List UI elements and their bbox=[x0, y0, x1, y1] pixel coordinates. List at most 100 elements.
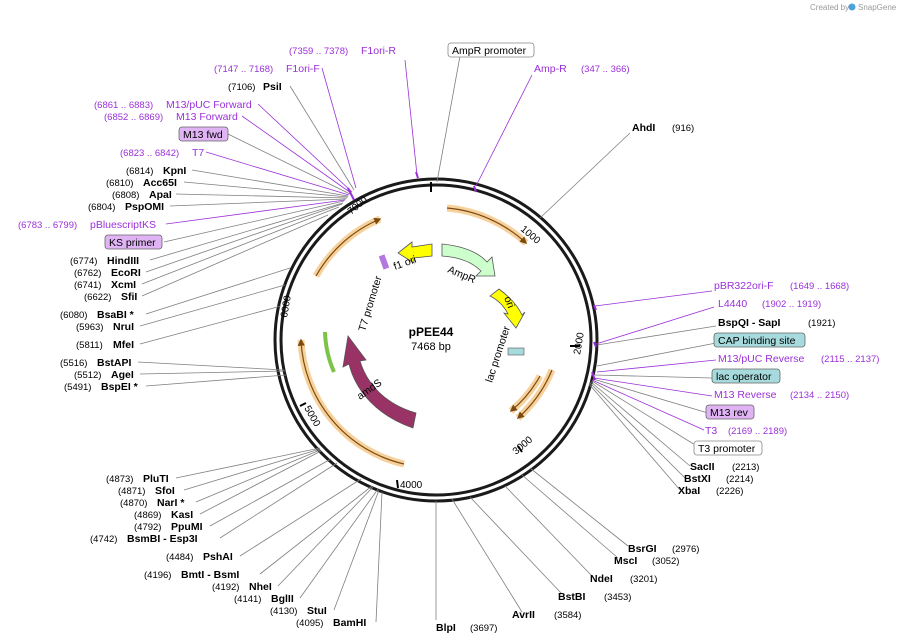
nari-name[interactable]: NarI * bbox=[157, 497, 185, 509]
leader-line bbox=[145, 203, 343, 273]
t3-promoter-name[interactable]: T3 promoter bbox=[698, 443, 756, 455]
bottom-right-labels: BsrGI (2976) MscI (3052) NdeI (3201) Bst… bbox=[436, 543, 699, 634]
f1ori-r-name[interactable]: F1ori-R bbox=[361, 45, 396, 57]
psii-name[interactable]: PsiI bbox=[263, 81, 282, 93]
ndei-pos: (3201) bbox=[630, 574, 657, 585]
apai-name[interactable]: ApaI bbox=[149, 189, 172, 201]
leader-line bbox=[590, 381, 691, 467]
m13-forward-name[interactable]: M13 Forward bbox=[176, 111, 238, 123]
t3-name[interactable]: T3 bbox=[705, 425, 717, 437]
leader-line bbox=[183, 181, 349, 198]
kasi-name[interactable]: KasI bbox=[171, 509, 193, 521]
bsmbi-name[interactable]: BsmBI - Esp3I bbox=[127, 533, 198, 545]
site-marks bbox=[347, 171, 597, 381]
pluti-name[interactable]: PluTI bbox=[143, 473, 169, 485]
xbai-name[interactable]: XbaI bbox=[678, 485, 700, 497]
leader-line bbox=[593, 377, 713, 397]
stui-name[interactable]: StuI bbox=[307, 605, 327, 617]
leader-line bbox=[596, 342, 717, 367]
bamhi-name[interactable]: BamHI bbox=[333, 617, 366, 629]
l4440-name[interactable]: L4440 bbox=[718, 298, 747, 310]
sacii-name[interactable]: SacII bbox=[690, 461, 715, 473]
pshai-name[interactable]: PshAI bbox=[203, 551, 233, 563]
hindiii-name[interactable]: HindIII bbox=[107, 255, 139, 267]
xcmi-name[interactable]: XcmI bbox=[111, 279, 136, 291]
tick-2000: 2000 bbox=[572, 331, 587, 355]
leader-line bbox=[596, 359, 717, 373]
leader-line bbox=[529, 467, 629, 547]
kpni-name[interactable]: KpnI bbox=[163, 165, 186, 177]
mark-m13-fwd bbox=[347, 187, 355, 201]
acc65i-name[interactable]: Acc65I bbox=[143, 177, 177, 189]
backbone-outer-circle bbox=[273, 177, 599, 503]
agei-name[interactable]: AgeI bbox=[111, 369, 134, 381]
nhei-name[interactable]: NheI bbox=[249, 581, 272, 593]
msci-name[interactable]: MscI bbox=[614, 555, 637, 567]
credit-created-by: Created by bbox=[810, 3, 849, 12]
nrui-name[interactable]: NruI bbox=[113, 321, 134, 333]
m13-puc-forward-name[interactable]: M13/pUC Forward bbox=[166, 99, 252, 111]
leader-line bbox=[436, 55, 461, 183]
bspei-name[interactable]: BspEI * bbox=[101, 381, 139, 393]
ahdi-name[interactable]: AhdI bbox=[632, 122, 655, 134]
sfii-name[interactable]: SfiI bbox=[121, 291, 137, 303]
ahdi-pos: (916) bbox=[672, 123, 694, 134]
pspompi-name[interactable]: PspOMI bbox=[125, 201, 164, 213]
bglii-pos: (4141) bbox=[234, 594, 261, 605]
lac-operator-name[interactable]: lac operator bbox=[716, 371, 772, 383]
bglii-name[interactable]: BglII bbox=[271, 593, 294, 605]
apai-pos: (6808) bbox=[112, 190, 139, 201]
stui-pos: (4130) bbox=[270, 606, 297, 617]
ndei-name[interactable]: NdeI bbox=[590, 573, 613, 585]
pbluescriptks-name[interactable]: pBluescriptKS bbox=[90, 219, 156, 231]
m13-rev-box bbox=[705, 404, 755, 420]
leader-line bbox=[257, 103, 353, 193]
f1ori-f-name[interactable]: F1ori-F bbox=[286, 63, 320, 75]
m13-reverse-pos: (2134 .. 2150) bbox=[790, 390, 849, 401]
m13-reverse-name[interactable]: M13 Reverse bbox=[714, 389, 777, 401]
bsrgi-pos: (2976) bbox=[672, 544, 699, 555]
leader-line bbox=[539, 132, 631, 219]
amp-r-name[interactable]: Amp-R bbox=[534, 63, 567, 75]
mfei-pos: (5811) bbox=[76, 340, 103, 351]
avrii-name[interactable]: AvrII bbox=[512, 609, 535, 621]
feature-arcs bbox=[297, 204, 556, 468]
ecori-name[interactable]: EcoRI bbox=[111, 267, 141, 279]
bmti-name[interactable]: BmtI - BsmI bbox=[181, 569, 239, 581]
ampr-promoter-name[interactable]: AmpR promoter bbox=[452, 45, 527, 57]
label-ori: ori bbox=[501, 295, 516, 310]
pbr322ori-f-pos: (1649 .. 1668) bbox=[790, 281, 849, 292]
bstbi-name[interactable]: BstBI bbox=[558, 591, 586, 603]
bspqi-sapi-name[interactable]: BspQI - SapI bbox=[718, 317, 781, 329]
m13-puc-reverse-name[interactable]: M13/pUC Reverse bbox=[718, 353, 805, 365]
m13-fwd-name[interactable]: M13 fwd bbox=[183, 129, 223, 141]
blpi-name[interactable]: BlpI bbox=[436, 622, 456, 634]
amds-arrow bbox=[342, 335, 417, 429]
hindiii-pos: (6774) bbox=[70, 256, 97, 267]
sfoi-pos: (4871) bbox=[118, 486, 145, 497]
leader-line bbox=[139, 305, 282, 345]
leader-line bbox=[333, 489, 380, 611]
agei-pos: (5512) bbox=[74, 370, 101, 381]
bsmbi-pos: (4742) bbox=[90, 534, 117, 545]
cap-binding-site-name[interactable]: CAP binding site bbox=[718, 335, 796, 347]
m13-rev-name[interactable]: M13 rev bbox=[710, 407, 749, 419]
ori-arc-line bbox=[516, 369, 553, 419]
bsabi-name[interactable]: BsaBI * bbox=[97, 309, 135, 321]
mfei-name[interactable]: MfeI bbox=[113, 339, 134, 351]
nari-pos: (4870) bbox=[120, 498, 147, 509]
pbr322ori-f-name[interactable]: pBR322ori-F bbox=[714, 280, 774, 292]
label-t7-promoter: T7 promoter bbox=[356, 274, 384, 333]
pspompi-pos: (6804) bbox=[88, 202, 115, 213]
snapgene-logo-icon bbox=[848, 3, 856, 11]
sfoi-name[interactable]: SfoI bbox=[155, 485, 175, 497]
label-ampr: AmpR bbox=[446, 264, 478, 287]
ks-primer-name[interactable]: KS primer bbox=[109, 237, 156, 249]
t7-name[interactable]: T7 bbox=[192, 147, 204, 159]
bsrgi-name[interactable]: BsrGI bbox=[628, 543, 657, 555]
ppumi-name[interactable]: PpuMI bbox=[171, 521, 203, 533]
bstxi-name[interactable]: BstXI bbox=[684, 473, 711, 485]
bmti-pos: (4196) bbox=[144, 570, 171, 581]
bstapi-name[interactable]: BstAPI bbox=[97, 357, 132, 369]
